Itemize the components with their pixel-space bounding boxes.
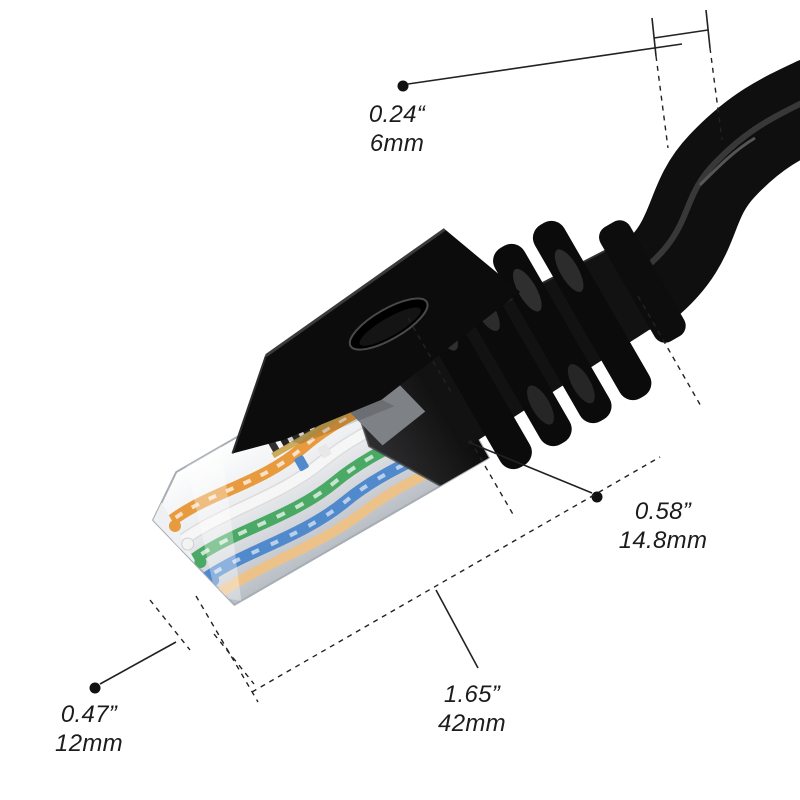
plastic-sheen xyxy=(186,446,242,601)
connector-assembly xyxy=(137,220,686,620)
dimension-mm: 14.8mm xyxy=(618,527,708,554)
dimension-label-cable-diameter: 0.24“ 6mm xyxy=(369,100,425,158)
ethernet-cable xyxy=(600,60,800,330)
leader-dot xyxy=(89,682,101,694)
dimension-mm: 42mm xyxy=(438,710,506,737)
dimension-inches: 0.24“ xyxy=(368,101,426,128)
dimension-lines xyxy=(89,9,723,703)
dimension-label-connector-height: 0.58” 14.8mm xyxy=(619,497,708,555)
leader-dot xyxy=(397,80,409,92)
dimension-inches: 0.47” xyxy=(60,701,118,728)
dimension-connector-width xyxy=(89,599,255,694)
dimension-mm: 6mm xyxy=(369,130,425,157)
latch-hinge xyxy=(349,375,426,446)
leader-dot xyxy=(591,491,603,503)
dimension-mm: 12mm xyxy=(55,730,123,757)
dimension-connector-height xyxy=(407,317,603,517)
connector-wires xyxy=(156,363,484,604)
dimension-label-connector-width: 0.47” 12mm xyxy=(55,700,123,758)
dimension-cable-diameter xyxy=(397,9,723,149)
dimension-inches: 0.58” xyxy=(634,498,692,525)
latch-cover xyxy=(231,228,521,454)
dimension-label-connector-length: 1.65” 42mm xyxy=(438,680,506,738)
dimension-connector-length xyxy=(195,295,703,703)
cable-highlight xyxy=(638,100,800,275)
dimension-inches: 1.65” xyxy=(443,681,501,708)
